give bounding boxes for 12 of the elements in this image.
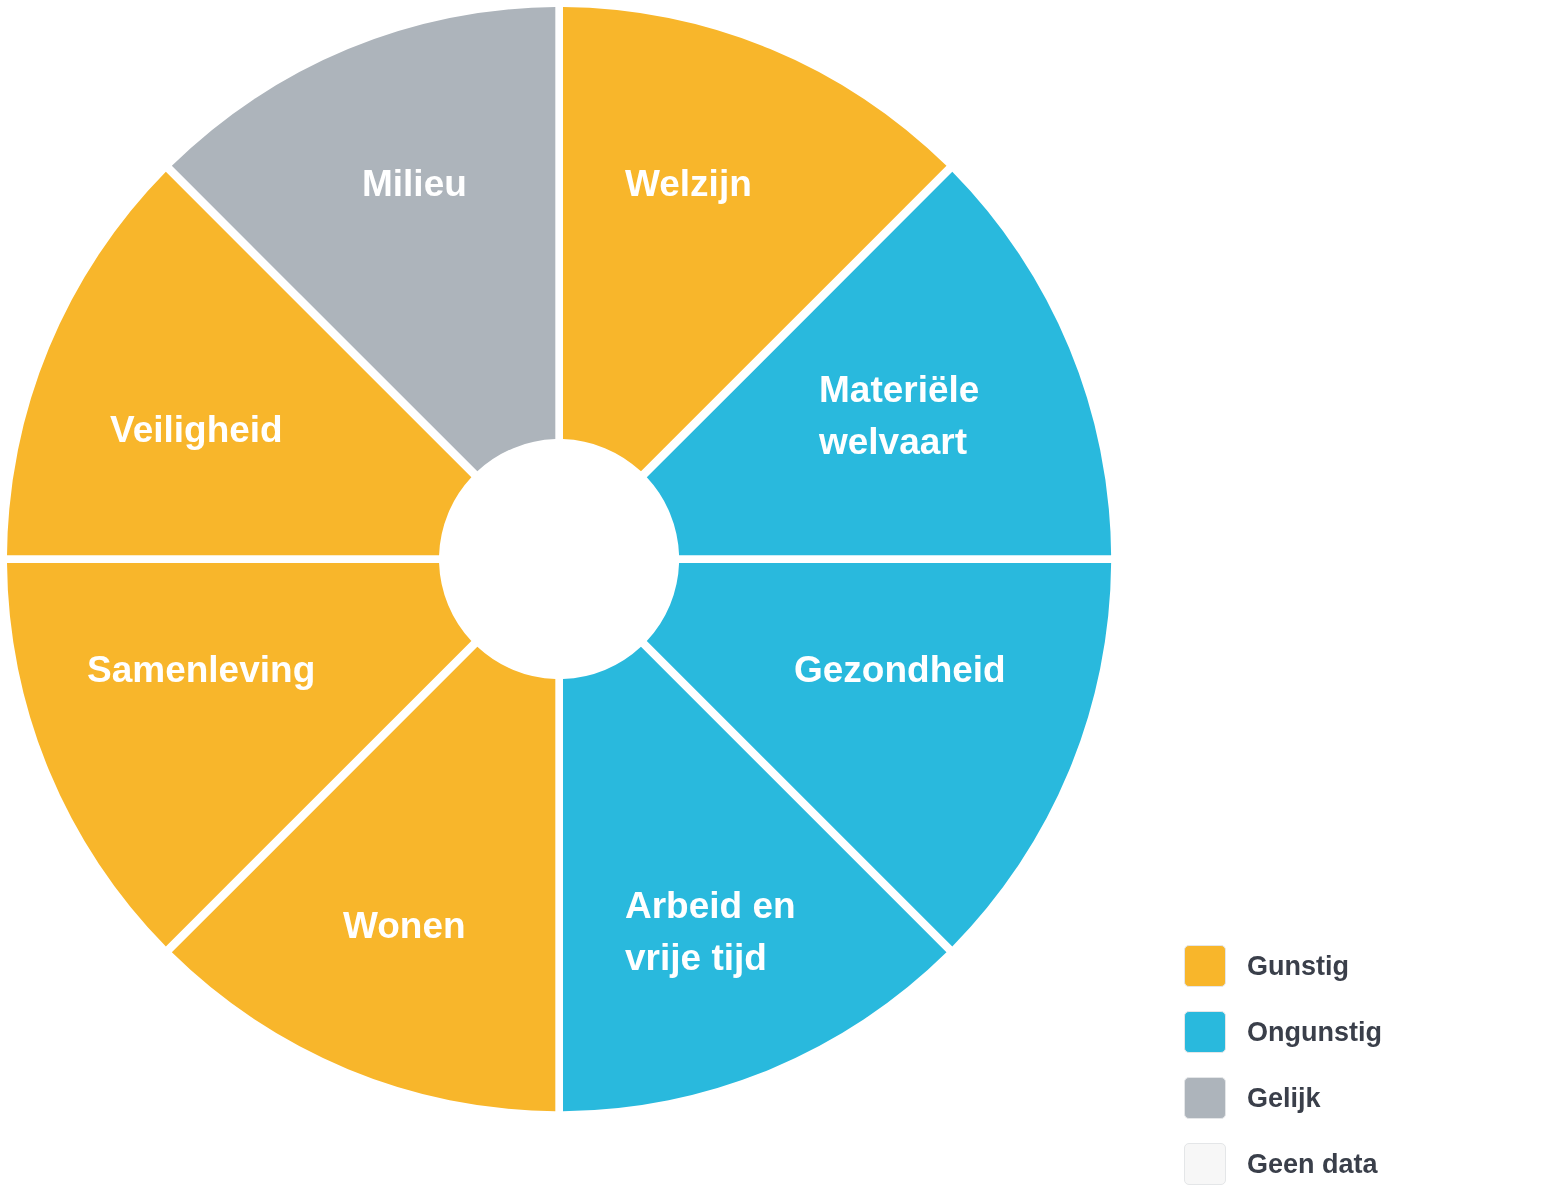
segment-label: Materiële welvaart <box>819 368 981 464</box>
segment-label: Arbeid en vrije tijd <box>625 884 797 980</box>
segment-label: Samenleving <box>87 648 317 692</box>
segment-label: Wonen <box>343 904 467 948</box>
legend-label: Gunstig <box>1247 950 1349 983</box>
segment-label: Veiligheid <box>110 408 284 452</box>
segment-label: Gezondheid <box>794 648 1007 692</box>
legend-label: Geen data <box>1247 1148 1378 1181</box>
legend-label: Gelijk <box>1247 1082 1321 1115</box>
segment-label: Welzijn <box>625 162 753 206</box>
legend-label: Ongunstig <box>1247 1016 1382 1049</box>
segment-label: Milieu <box>362 162 468 206</box>
